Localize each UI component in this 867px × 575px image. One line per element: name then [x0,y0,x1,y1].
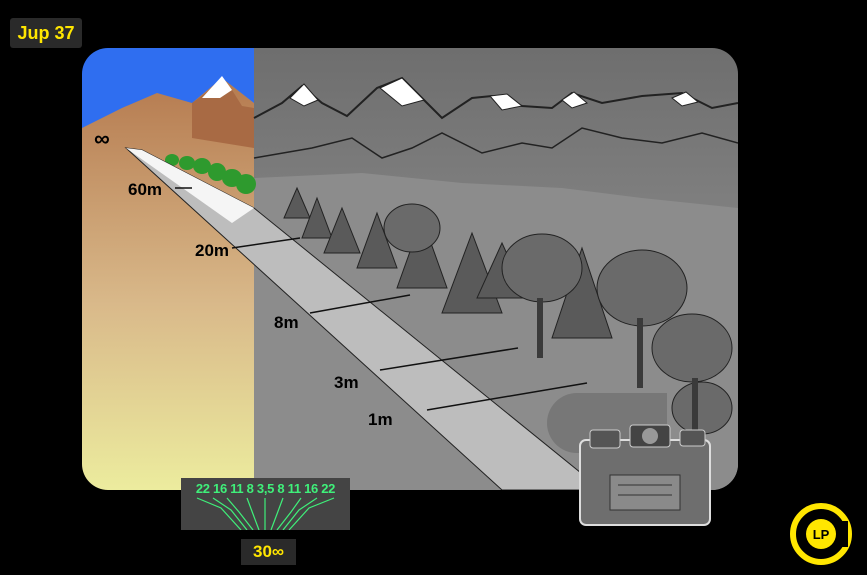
distance-1m: 1m [368,410,393,429]
logo-text: LP [813,527,830,542]
focus-setting: 30∞ [241,539,296,565]
distance-60m: 60m [128,180,163,199]
camera-icon [570,420,720,532]
distance-8m: 8m [274,313,299,332]
distance-infinity: ∞ [94,126,110,151]
dof-scale-numbers: 22 16 11 8 3,5 8 11 16 22 [195,481,336,496]
focus-scene-illustration [82,48,738,490]
distance-20m: 20m [195,241,230,260]
dof-scale-lines [196,497,335,531]
lp-logo-icon: LP [790,503,852,565]
depth-of-field-scale: 22 16 11 8 3,5 8 11 16 22 [181,478,350,531]
app-title: Jup 37 [10,18,82,48]
distance-3m: 3m [334,373,359,392]
scene-svg [82,48,738,490]
mountain-ground [82,78,254,490]
